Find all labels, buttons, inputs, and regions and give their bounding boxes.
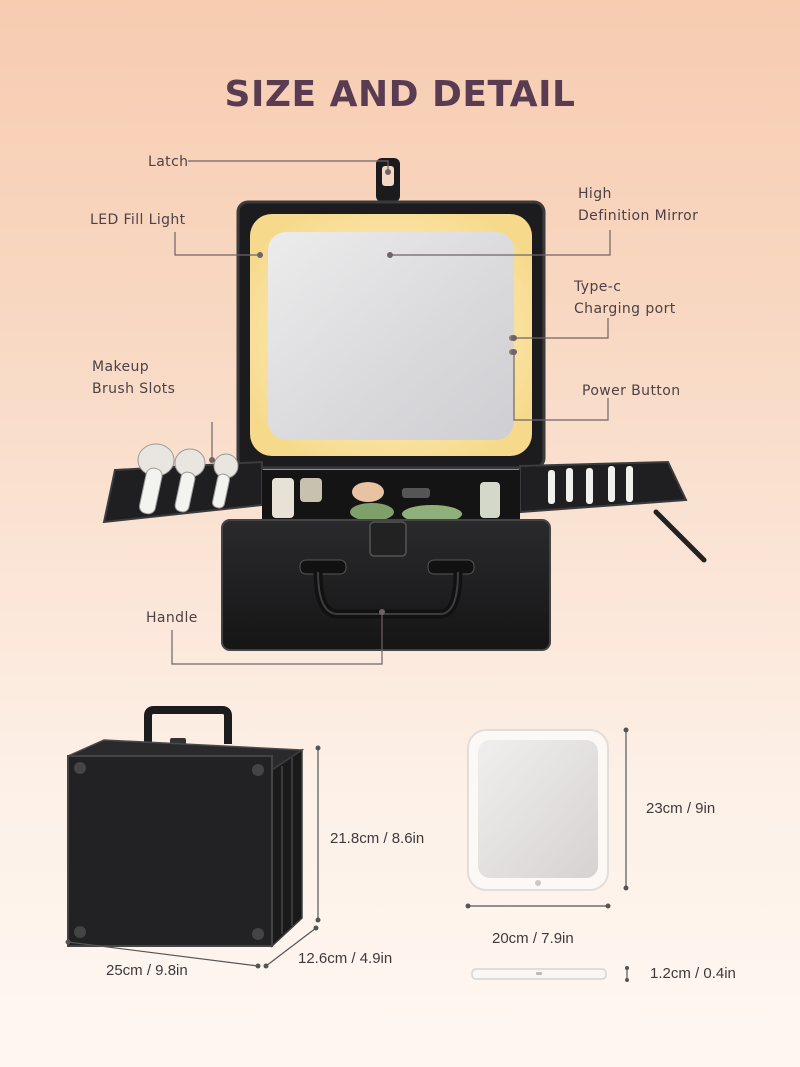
right-brush-tray [519,460,707,563]
detached-mirror [467,729,609,891]
dim-case-width: 25cm / 9.8in [106,962,188,979]
dim-mirror-width: 20cm / 7.9in [492,930,574,947]
callout-hd-mirror-line2: Definition Mirror [578,208,699,224]
case-lid [236,200,546,470]
dim-mirror-height: 23cm / 9in [646,800,716,817]
dim-case-height: 21.8cm / 8.6in [330,830,425,847]
callout-hd-mirror-line1: High [578,186,612,202]
callout-led-fill-light: LED Fill Light [90,212,186,228]
latch-part [376,158,400,202]
case-dimension-lines [67,748,319,967]
page-title: SIZE AND DETAIL [224,74,576,115]
dim-mirror-thickness: 1.2cm / 0.4in [650,965,736,982]
callout-dots [209,169,517,615]
callout-power-button: Power Button [582,383,681,399]
callout-type-c-line1: Type-c [574,279,622,295]
closed-case [67,706,305,948]
callout-type-c-line2: Charging port [574,301,676,317]
left-brush-tray [102,443,263,524]
callout-lines [171,160,611,665]
callout-latch: Latch [148,154,189,170]
callout-brush-slots-line1: Makeup [92,359,150,375]
mirror-side-view [471,968,607,980]
inner-compartment [262,470,520,526]
callout-brush-slots-line2: Brush Slots [92,381,176,397]
dim-case-depth: 12.6cm / 4.9in [298,950,393,967]
case-body [221,519,551,651]
callout-handle: Handle [146,610,198,626]
